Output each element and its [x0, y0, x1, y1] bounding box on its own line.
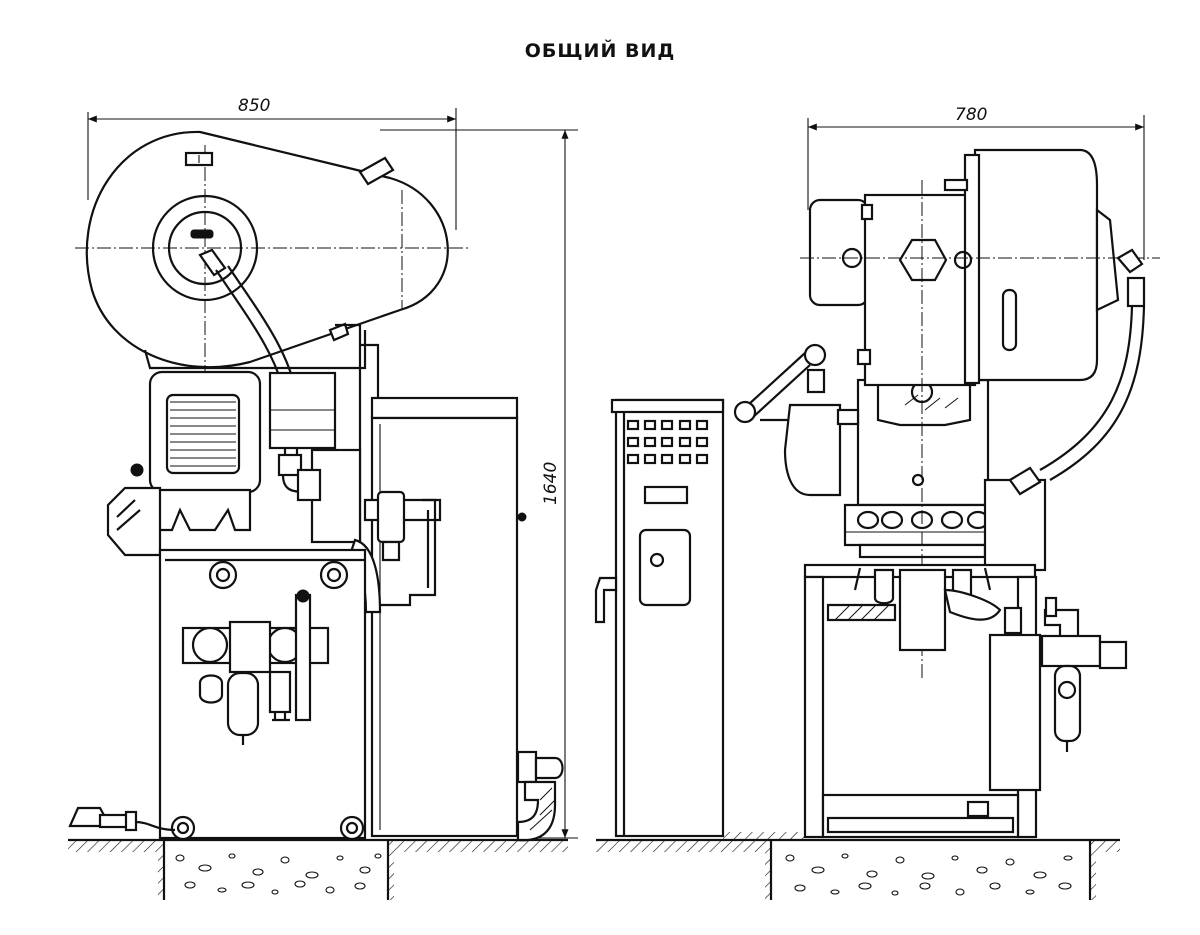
- dimension-1640: 1640: [380, 129, 578, 839]
- control-cabinet: [594, 398, 725, 838]
- air-hose: [1008, 248, 1146, 496]
- drawing-title: ОБЩИЙ ВИД: [524, 40, 676, 62]
- base-cabinet: [158, 548, 367, 841]
- motor-housing: [106, 370, 337, 557]
- press-column: [843, 378, 1047, 572]
- front-view: 850 1640: [68, 96, 578, 900]
- dimension-label-1640: 1640: [541, 462, 561, 505]
- dimension-label-780: 780: [955, 105, 987, 125]
- air-preparation-unit: [181, 589, 330, 745]
- foundation-right: [596, 832, 1120, 900]
- foot-pedal: [68, 806, 176, 832]
- pneumatic-unit-side: [988, 596, 1128, 792]
- foundation-left: [68, 838, 568, 900]
- dimension-850: 850: [87, 96, 457, 230]
- lubrication-tube: [198, 248, 306, 494]
- press-frame: [335, 323, 527, 838]
- dimension-780: 780: [807, 105, 1145, 260]
- dimension-label-850: 850: [238, 96, 270, 116]
- side-view: 780: [594, 105, 1160, 900]
- pipe-elbow: [516, 750, 564, 842]
- pneumatic-unit-upper: [296, 448, 442, 614]
- motor-flywheel-side: [800, 148, 1160, 680]
- lever-arm: [733, 343, 860, 497]
